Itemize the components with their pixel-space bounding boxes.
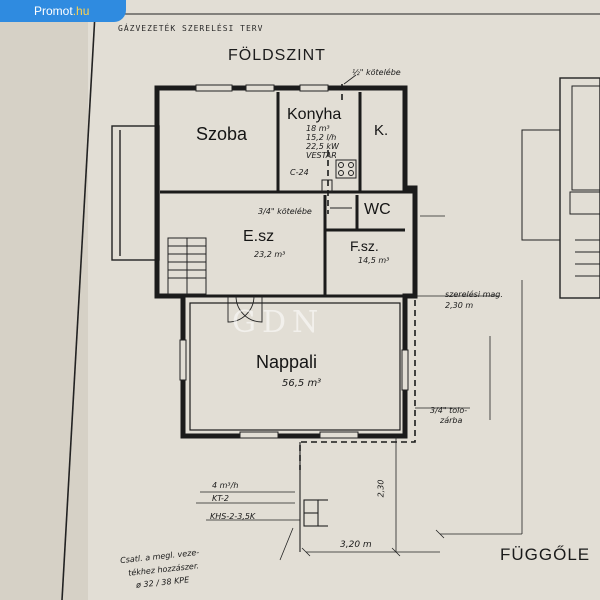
annot-dim: 3,20 m [340, 540, 372, 550]
gas-meter [299, 442, 328, 552]
site-tld: .hu [72, 4, 90, 18]
annot-esz-vol: 23,2 m³ [254, 250, 286, 259]
room-nappali: Nappali [256, 352, 318, 372]
annot-vertical: 2,30 [376, 479, 386, 498]
annot-konyha-a: 15,2 l/h [306, 133, 337, 142]
annot-magassag-b: 2,30 m [445, 301, 474, 310]
site-badge[interactable]: Promot.hu [0, 0, 126, 22]
annot-tolo-a: 3/4" tolo- [430, 406, 468, 415]
side-view-title: FÜGGŐLE [500, 545, 591, 564]
room-wc: WC [364, 201, 391, 218]
plan-header: GÁZVEZETÉK SZERELÉSI TERV [118, 24, 264, 33]
watermark: GDN [232, 305, 325, 340]
room-fsz: F.sz. [350, 238, 379, 254]
floor-title: FÖLDSZINT [228, 47, 326, 64]
annot-kozep-pipe: 3/4" kötelébe [258, 207, 312, 216]
annot-magassag-a: szerelési mag. [445, 290, 503, 299]
annot-konyha-vol: 18 m³ [306, 124, 330, 133]
room-konyha: Konyha [287, 106, 342, 123]
room-k: K. [374, 122, 389, 139]
dimension-lines [301, 280, 523, 557]
annot-meter-b: KT-2 [212, 494, 229, 503]
staircase [167, 237, 207, 295]
site-brand: Promot [34, 4, 73, 18]
stove [321, 159, 357, 193]
annot-c24: C-24 [290, 168, 309, 177]
side-elevation [521, 77, 600, 299]
room-szoba: Szoba [196, 124, 248, 144]
annot-meter-a: 4 m³/h [212, 481, 239, 490]
annot-fsz-vol: 14,5 m³ [358, 256, 390, 265]
annot-meter-c: KHS-2-3,5K [210, 512, 256, 521]
room-esz: E.sz [243, 228, 275, 245]
annot-top-pipe: ½" kötelébe [352, 68, 401, 77]
windows [179, 84, 409, 439]
annot-konyha-c: VESTAR [306, 151, 337, 160]
annot-konyha-b: 22,5 kW [306, 142, 339, 151]
doors [227, 207, 352, 323]
annot-nappali-vol: 56,5 m³ [282, 378, 322, 389]
leader-lines [196, 74, 500, 561]
annot-tolo-b: zárba [440, 416, 463, 425]
